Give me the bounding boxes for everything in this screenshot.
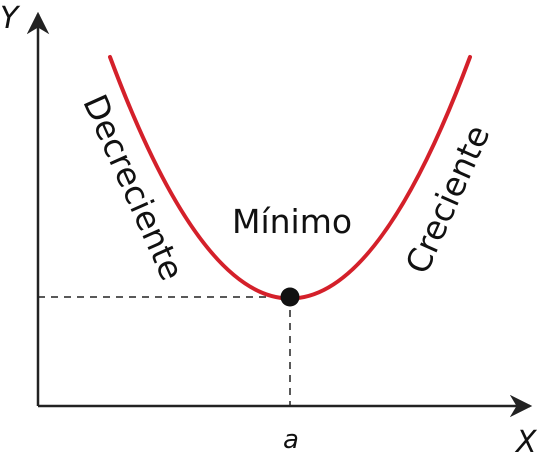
minimum-label: Mínimo <box>232 202 352 241</box>
increasing-label: Creciente <box>398 119 498 279</box>
minimum-point <box>280 287 300 307</box>
y-axis-label: Y <box>0 1 21 36</box>
x-axis-label: X <box>514 425 538 456</box>
x-tick-label-a: a <box>283 425 299 455</box>
